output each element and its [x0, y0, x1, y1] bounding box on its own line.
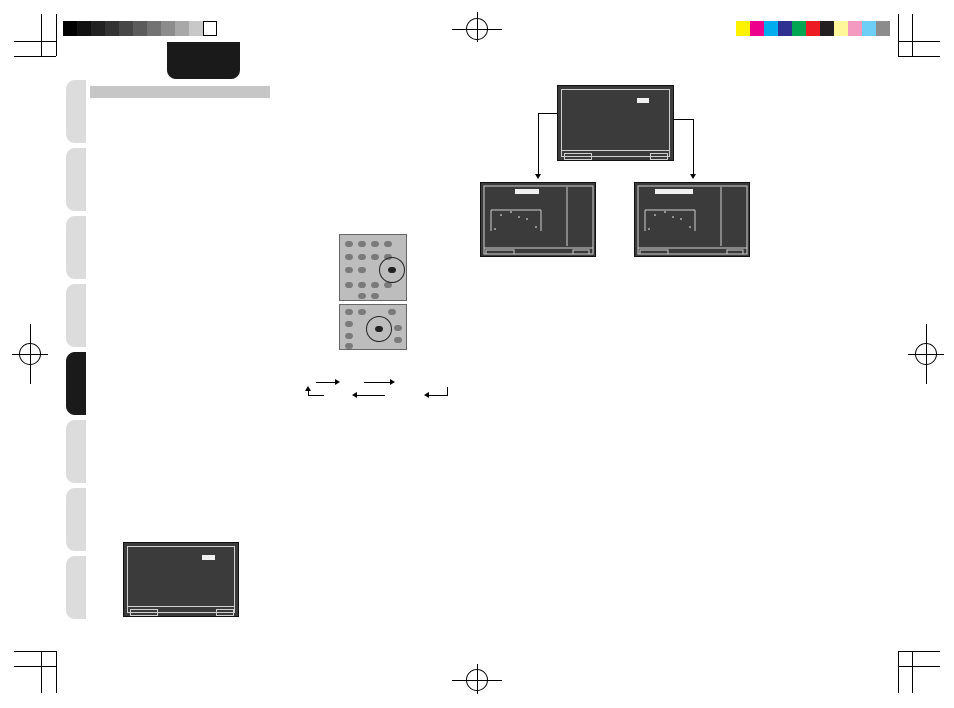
color-swatch	[736, 21, 750, 36]
color-swatch	[203, 21, 217, 36]
color-swatch	[91, 21, 105, 36]
side-tab[interactable]	[66, 216, 86, 279]
side-tab[interactable]	[66, 148, 86, 211]
header-tab	[167, 42, 240, 79]
color-swatch	[876, 21, 890, 36]
osd-graph-left-drawing	[483, 185, 594, 255]
osd-main-top	[557, 85, 674, 161]
side-tab[interactable]	[66, 488, 86, 551]
color-swatch	[834, 21, 848, 36]
color-swatch	[806, 21, 820, 36]
osd-graph-right-drawing	[637, 185, 748, 255]
color-swatch	[63, 21, 77, 36]
color-swatch	[133, 21, 147, 36]
remote-control-icon	[339, 304, 407, 350]
color-swatch	[175, 21, 189, 36]
process-color-bar	[736, 21, 890, 36]
side-tab[interactable]	[66, 352, 86, 415]
color-swatch	[105, 21, 119, 36]
color-swatch	[147, 21, 161, 36]
color-swatch	[862, 21, 876, 36]
color-swatch	[161, 21, 175, 36]
osd-graph-right	[634, 182, 750, 257]
side-tab[interactable]	[66, 556, 86, 619]
color-swatch	[848, 21, 862, 36]
color-swatch	[778, 21, 792, 36]
side-tab[interactable]	[66, 420, 86, 483]
color-swatch	[820, 21, 834, 36]
color-swatch	[189, 21, 203, 36]
grayscale-color-bar	[63, 21, 217, 36]
side-tab[interactable]	[66, 80, 86, 143]
color-swatch	[750, 21, 764, 36]
section-heading-bar	[90, 86, 270, 98]
color-swatch	[77, 21, 91, 36]
color-swatch	[119, 21, 133, 36]
remote-control-icon	[339, 234, 407, 301]
osd-graph-left	[480, 182, 596, 257]
color-swatch	[792, 21, 806, 36]
color-swatch	[764, 21, 778, 36]
side-tab[interactable]	[66, 284, 86, 347]
osd-main-small	[123, 542, 239, 617]
